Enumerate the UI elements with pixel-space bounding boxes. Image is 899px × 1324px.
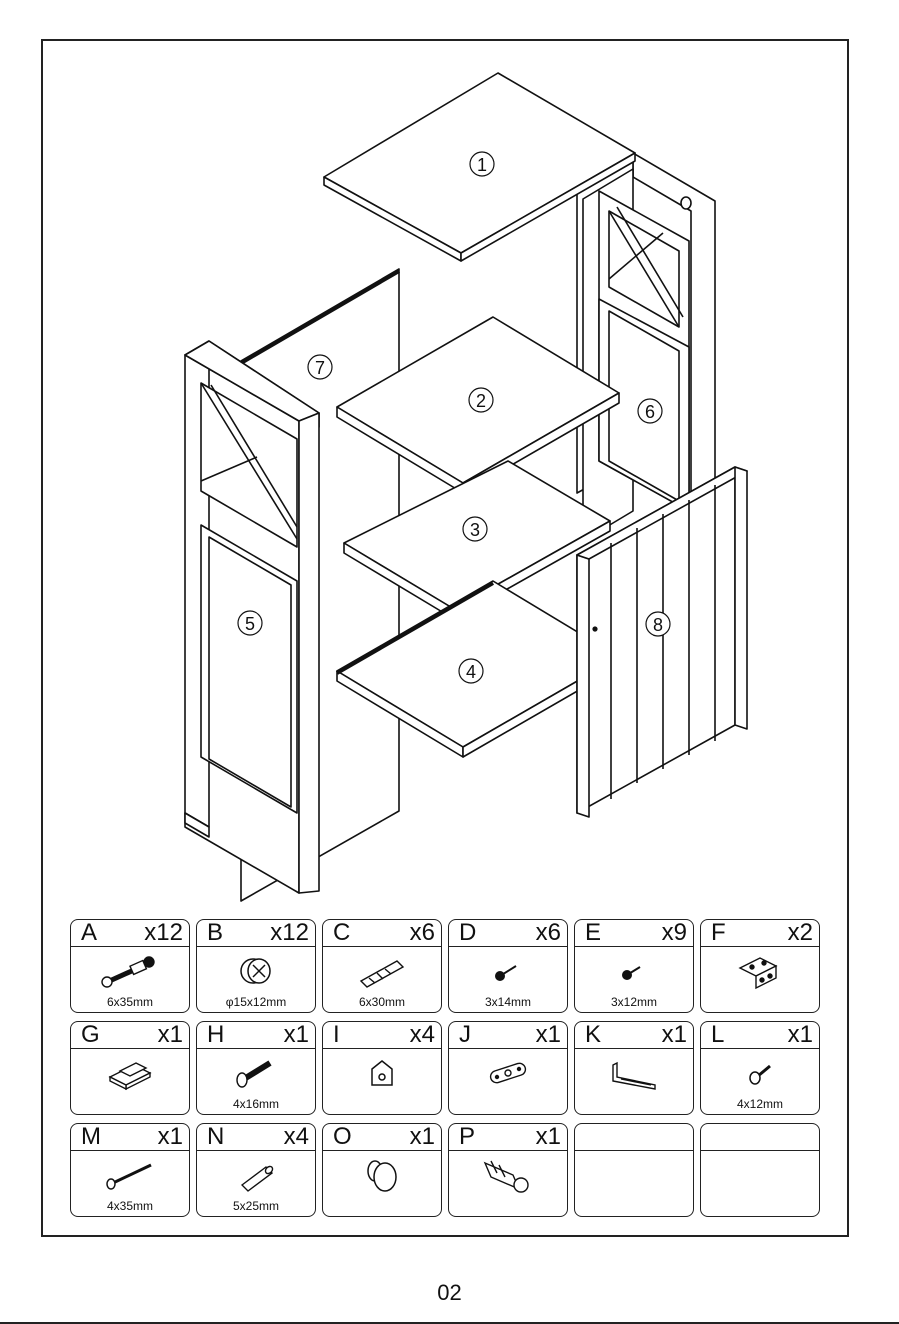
part-quantity: x1 <box>158 1124 183 1150</box>
part-letter: G <box>81 1022 100 1048</box>
corner-bracket-icon <box>323 1052 441 1094</box>
part-letter: I <box>333 1022 340 1048</box>
part-quantity: x6 <box>536 920 561 946</box>
part-letter: C <box>333 920 350 946</box>
part-letter: K <box>585 1022 601 1048</box>
machine-screw-icon <box>197 1052 315 1094</box>
svg-text:8: 8 <box>653 615 663 635</box>
part-quantity: x1 <box>158 1022 183 1048</box>
part-quantity: x6 <box>410 920 435 946</box>
part-letter: A <box>81 920 97 946</box>
callout-2: 2 <box>469 388 493 412</box>
svg-text:5: 5 <box>245 614 255 634</box>
cam-bolt-icon <box>71 950 189 992</box>
part-quantity: x1 <box>662 1022 687 1048</box>
part-quantity: x1 <box>410 1124 435 1150</box>
svg-text:6: 6 <box>645 402 655 422</box>
small-screw-icon <box>449 950 567 992</box>
page-number: 02 <box>0 1280 899 1306</box>
callout-3: 3 <box>463 517 487 541</box>
exploded-assembly-diagram: 1 2 3 4 5 6 7 8 <box>43 41 847 911</box>
part-quantity: x1 <box>284 1022 309 1048</box>
svg-text:2: 2 <box>476 391 486 411</box>
part-quantity: x4 <box>284 1124 309 1150</box>
part-letter: P <box>459 1124 475 1150</box>
wall-anchor-icon <box>449 1154 567 1196</box>
part-quantity: x2 <box>788 920 813 946</box>
small-screw-icon <box>575 950 693 992</box>
svg-text:7: 7 <box>315 358 325 378</box>
cam-lock-icon <box>197 950 315 992</box>
svg-text:1: 1 <box>477 155 487 175</box>
part-quantity: x12 <box>144 920 183 946</box>
part-quantity: x9 <box>662 920 687 946</box>
right-side-frame <box>577 153 715 541</box>
part-size: 5x25mm <box>197 1199 315 1213</box>
part-letter: E <box>585 920 601 946</box>
part-size: 4x35mm <box>71 1199 189 1213</box>
magnetic-catch-icon <box>71 1052 189 1094</box>
part-letter: H <box>207 1022 224 1048</box>
part-quantity: x1 <box>536 1022 561 1048</box>
part-letter: L <box>711 1022 724 1048</box>
part-letter: F <box>711 920 726 946</box>
callout-8: 8 <box>646 612 670 636</box>
part-letter: B <box>207 920 223 946</box>
plastic-peg-icon <box>197 1154 315 1196</box>
callout-6: 6 <box>638 399 662 423</box>
part-size: 4x12mm <box>701 1097 819 1111</box>
part-size: 4x16mm <box>197 1097 315 1111</box>
callout-4: 4 <box>459 659 483 683</box>
empty-part-slot <box>700 1123 820 1217</box>
part-quantity: x4 <box>410 1022 435 1048</box>
empty-part-slot <box>574 1123 694 1217</box>
callout-5: 5 <box>238 611 262 635</box>
washer-screw-icon <box>701 1052 819 1094</box>
long-screw-icon <box>71 1154 189 1196</box>
knob-icon <box>323 1154 441 1196</box>
svg-text:3: 3 <box>470 520 480 540</box>
part-size: 6x35mm <box>71 995 189 1009</box>
svg-text:4: 4 <box>466 662 476 682</box>
part-quantity: x12 <box>270 920 309 946</box>
part-size: φ15x12mm <box>197 995 315 1009</box>
part-quantity: x1 <box>536 1124 561 1150</box>
part-letter: J <box>459 1022 471 1048</box>
callout-7: 7 <box>308 355 332 379</box>
strike-plate-icon <box>449 1052 567 1094</box>
part-quantity: x1 <box>788 1022 813 1048</box>
part-size: 3x12mm <box>575 995 693 1009</box>
part-letter: N <box>207 1124 224 1150</box>
wood-dowel-icon <box>323 950 441 992</box>
hinge-icon <box>701 950 819 992</box>
part-size: 6x30mm <box>323 995 441 1009</box>
anti-tip-bracket-icon <box>575 1052 693 1094</box>
part-letter: D <box>459 920 476 946</box>
part-letter: M <box>81 1124 101 1150</box>
part-letter: O <box>333 1124 352 1150</box>
callout-1: 1 <box>470 152 494 176</box>
part-size: 3x14mm <box>449 995 567 1009</box>
